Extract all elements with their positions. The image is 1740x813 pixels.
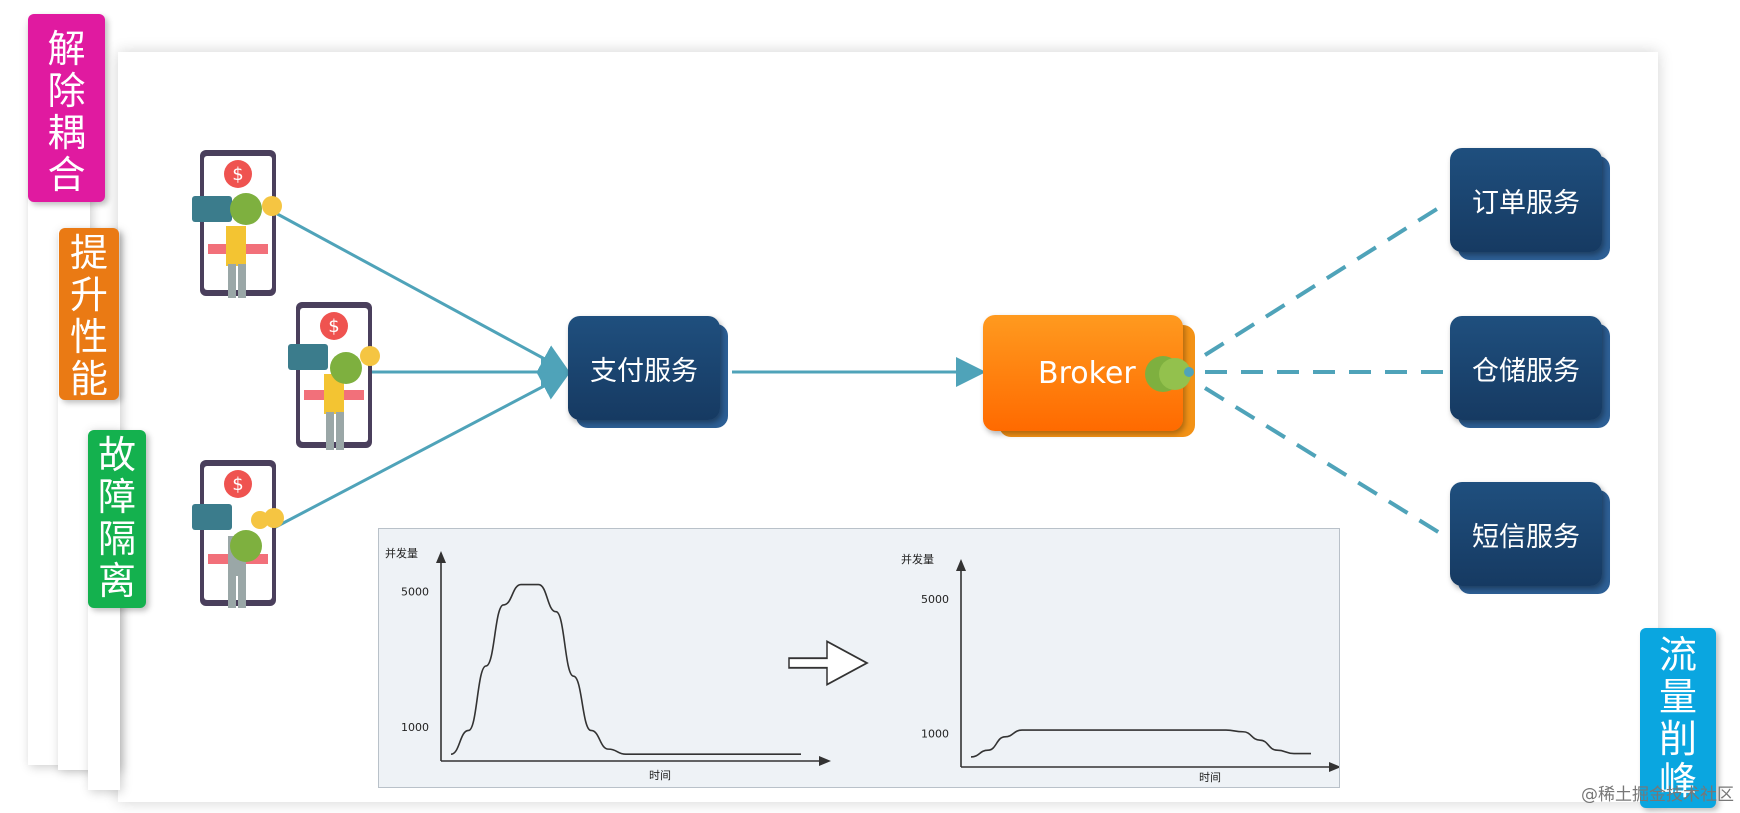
person-icon <box>324 374 344 450</box>
arrow-user3-to-payment <box>269 372 571 532</box>
broker-label: Broker <box>1038 355 1136 391</box>
order-service-label: 订单服务 <box>1472 187 1580 219</box>
cloud-icon <box>230 193 262 225</box>
x-axis-label: 时间 <box>1199 771 1221 784</box>
dollar-icon: $ <box>224 470 252 498</box>
phone-payment-icon <box>200 150 276 296</box>
person-icon <box>226 226 246 298</box>
series-line <box>450 583 801 756</box>
svg-text:$: $ <box>328 316 339 337</box>
x-axis-arrowhead <box>1329 762 1339 772</box>
tag-isolation-text: 故障隔离 <box>97 433 136 603</box>
cloud-icon <box>330 352 362 384</box>
y-tick-label: 5000 <box>921 593 949 606</box>
user-phone-2: $ <box>288 302 380 450</box>
svg-text:$: $ <box>232 164 243 185</box>
warehouse-service-label: 仓储服务 <box>1472 355 1580 387</box>
coin-icon <box>264 508 284 528</box>
tag-peak-shaving-text: 流量削峰 <box>1658 633 1697 803</box>
payment-service-label: 支付服务 <box>590 355 698 387</box>
tag-performance: 提升性能 <box>59 228 119 400</box>
coin-icon <box>262 196 282 216</box>
x-axis-label: 时间 <box>649 769 671 782</box>
user-phone-3: $ <box>192 460 284 608</box>
coin-icon <box>360 346 380 366</box>
order-service-box: 订单服务 <box>1450 148 1602 252</box>
warehouse-service-box: 仓储服务 <box>1450 316 1602 420</box>
cloud-icon <box>230 530 262 562</box>
order-service: 订单服务 <box>1450 148 1610 260</box>
x-axis-arrowhead <box>819 756 831 766</box>
y-axis-label: 并发量 <box>385 546 418 560</box>
dashed-broker-to-sms <box>1203 386 1450 540</box>
tag-isolation: 故障隔离 <box>88 430 146 608</box>
y-tick-label: 5000 <box>401 585 429 598</box>
tag-peak-shaving: 流量削峰 <box>1640 628 1716 808</box>
y-axis-arrowhead <box>436 551 446 563</box>
warehouse-service: 仓储服务 <box>1450 316 1610 428</box>
card-icon <box>192 196 232 222</box>
broker-box: Broker <box>983 315 1183 431</box>
y-tick-label: 1000 <box>401 721 429 734</box>
watermark: @稀土掘金技术社区 <box>1581 785 1734 805</box>
payment-service-box: 支付服务 <box>568 316 720 420</box>
sms-service-box: 短信服务 <box>1450 482 1602 586</box>
dollar-icon: $ <box>224 160 252 188</box>
sms-service: 短信服务 <box>1450 482 1610 594</box>
tag-decouple-text: 解除耦合 <box>47 27 86 197</box>
user-phone-1: $ <box>192 150 282 298</box>
svg-text:$: $ <box>232 474 243 495</box>
traffic-chart-panel: 并发量时间 1000 5000 并发量时间 1000 5000 <box>378 528 1340 788</box>
broker-cloud-icon <box>1145 356 1194 392</box>
tag-performance-text: 提升性能 <box>69 231 108 401</box>
y-axis-label: 并发量 <box>901 552 934 566</box>
series-line <box>970 729 1311 758</box>
tag-decouple: 解除耦合 <box>28 14 105 202</box>
dashed-broker-to-order <box>1203 200 1450 357</box>
broker: Broker <box>983 315 1198 440</box>
payment-service: 支付服务 <box>568 316 728 428</box>
arrow-user1-to-payment <box>269 208 571 373</box>
y-tick-label: 1000 <box>921 727 949 740</box>
sms-service-label: 短信服务 <box>1472 521 1580 553</box>
right-arrow-icon <box>788 640 869 686</box>
card-icon <box>192 504 232 530</box>
y-axis-arrowhead <box>956 559 966 571</box>
card-icon <box>288 344 328 370</box>
dollar-icon: $ <box>320 312 348 340</box>
